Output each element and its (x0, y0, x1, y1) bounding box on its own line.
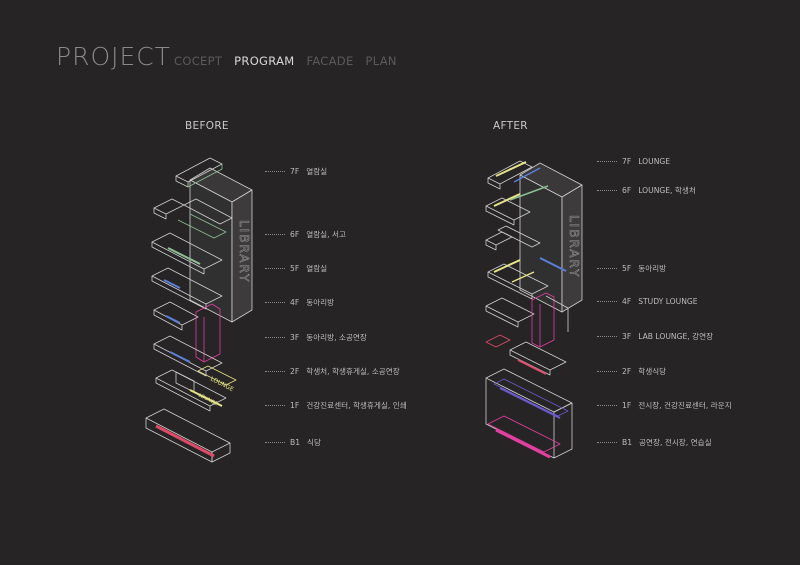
after-axonometric: LIBRARY (485, 160, 583, 459)
after-slab-1f (485, 368, 573, 459)
after-library-label: LIBRARY (567, 215, 581, 278)
before-slab-2f: LOUNGE (153, 335, 237, 394)
before-axonometric: LIBRARY (145, 157, 253, 463)
before-library-core: LIBRARY (189, 167, 253, 323)
before-slab-5f (151, 232, 223, 275)
before-slab-7f (175, 157, 223, 188)
tab-concept[interactable]: COCEPT (174, 54, 223, 68)
after-library-core: LIBRARY (519, 162, 583, 313)
after-slab-3f (485, 292, 569, 348)
after-heading: AFTER (493, 120, 528, 132)
after-slab-b1 (487, 415, 561, 459)
after-slab-7f (487, 160, 541, 190)
after-slab-5f (485, 225, 567, 272)
before-library-label: LIBRARY (237, 220, 251, 283)
tab-plan[interactable]: PLAN (365, 54, 397, 68)
tab-facade[interactable]: FACADE (306, 54, 354, 68)
before-lounge-label-2f: LOUNGE (209, 376, 235, 394)
before-slab-6f (153, 198, 233, 239)
after-slab-4f (487, 259, 549, 300)
before-heading: BEFORE (185, 120, 229, 132)
page-title: PROJECT (56, 42, 172, 71)
before-slab-3f (153, 301, 221, 363)
after-slab-6f (485, 185, 549, 226)
before-slab-4f (151, 267, 223, 310)
before-slab-b1 (145, 408, 231, 463)
page-nav: PROJECT COCEPT PROGRAM FACADE PLAN (56, 42, 397, 71)
after-slab-2f (485, 334, 567, 376)
tab-program[interactable]: PROGRAM (234, 54, 295, 68)
